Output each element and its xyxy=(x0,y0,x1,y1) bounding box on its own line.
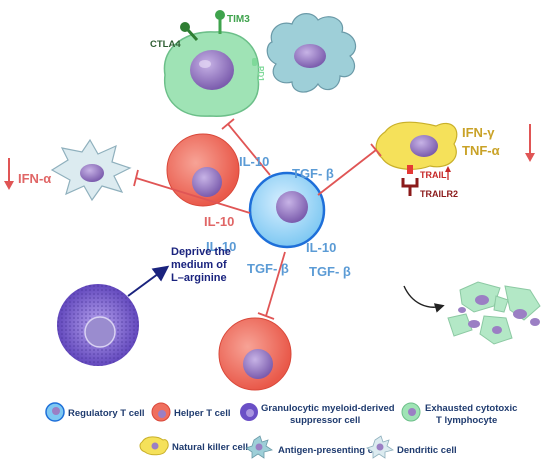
up-arrow-icon-trail xyxy=(445,166,451,180)
legend-item-treg: Regulatory T cell xyxy=(45,402,145,422)
dendritic-cell-left xyxy=(50,138,132,202)
inhibition-to-ctl xyxy=(221,118,271,176)
ctla4-label: CTLA4 xyxy=(150,39,181,50)
tgf-beta-label-top: TGF- β xyxy=(292,166,334,181)
mdsc-cell xyxy=(57,284,139,366)
il10-label-right: IL-10 xyxy=(306,240,336,255)
legend-label-nk: Natural killer cell xyxy=(172,442,248,453)
natural-killer-cell xyxy=(375,121,458,170)
activation-arrow-mdsc xyxy=(127,265,170,297)
tim3-receptor-icon xyxy=(215,10,225,34)
mdsc-effect-line1: Deprive the xyxy=(171,246,231,258)
helper-t-cell-upper xyxy=(166,133,240,207)
trailr2-label: TRAILR2 xyxy=(420,189,458,199)
legend: Regulatory T cell Helper T cell Granuloc… xyxy=(45,402,517,459)
pd1-label: PD1 xyxy=(256,66,265,82)
helper-t-cell-lower xyxy=(218,317,292,391)
legend-label-dc: Dendritic cell xyxy=(397,445,457,456)
regulatory-t-cell-center xyxy=(248,171,326,249)
il10-label-red: IL-10 xyxy=(204,214,234,229)
il10-label-left: IL-10 xyxy=(206,239,236,254)
legend-label-helper: Helper T cell xyxy=(174,408,231,419)
antigen-presenting-cell xyxy=(266,13,357,93)
apoptotic-cell-fragments xyxy=(447,281,541,345)
ifn-gamma-label: IFN-γ xyxy=(462,125,495,140)
legend-item-apc: Antigen-presenting cell xyxy=(245,435,384,459)
exhausted-ctl-cell xyxy=(163,31,260,117)
ctla4-receptor-icon xyxy=(180,22,199,42)
inhibition-to-helper-lower xyxy=(257,251,286,320)
legend-item-mdsc: Granulocytic myeloid-derived suppressor … xyxy=(240,403,395,426)
legend-label-apc: Antigen-presenting cell xyxy=(278,445,384,456)
trail-label: TRAIL xyxy=(420,170,447,180)
legend-label-ctl-line2: T lymphocyte xyxy=(436,415,497,426)
mdsc-effect-line2: medium of xyxy=(171,259,227,271)
down-arrow-icon-nk-cytokines xyxy=(525,124,535,162)
legend-label-mdsc-line1: Granulocytic myeloid-derived xyxy=(261,403,395,414)
trailr2-receptor-icon xyxy=(401,178,419,196)
curved-arrow-icon xyxy=(403,285,445,313)
inhibition-to-dc xyxy=(133,169,251,214)
tnf-alpha-label: TNF-α xyxy=(462,143,500,158)
ifn-alpha-label: IFN-α xyxy=(18,171,51,186)
legend-label-mdsc-line2: suppressor cell xyxy=(290,415,360,426)
tgf-beta-label-bottom-left: TGF- β xyxy=(247,261,289,276)
pd1-receptor-icon xyxy=(252,58,257,66)
legend-item-dc: Dendritic cell xyxy=(366,435,457,459)
down-arrow-icon-ifn-alpha xyxy=(4,158,14,190)
tgf-beta-label-bottom-right: TGF- β xyxy=(309,264,351,279)
mdsc-effect-line3: L–arginine xyxy=(171,272,227,284)
il10-label-top: IL-10 xyxy=(239,154,269,169)
trail-ligand-icon xyxy=(407,165,413,174)
legend-label-ctl-line1: Exhausted cytotoxic xyxy=(425,403,517,414)
inhibition-to-nk xyxy=(317,143,382,196)
legend-item-nk: Natural killer cell xyxy=(139,436,248,456)
legend-item-helper: Helper T cell xyxy=(151,402,231,422)
legend-label-treg: Regulatory T cell xyxy=(68,408,145,419)
tim3-label: TIM3 xyxy=(227,14,250,25)
legend-item-ctl: Exhausted cytotoxic T lymphocyte xyxy=(401,402,517,426)
